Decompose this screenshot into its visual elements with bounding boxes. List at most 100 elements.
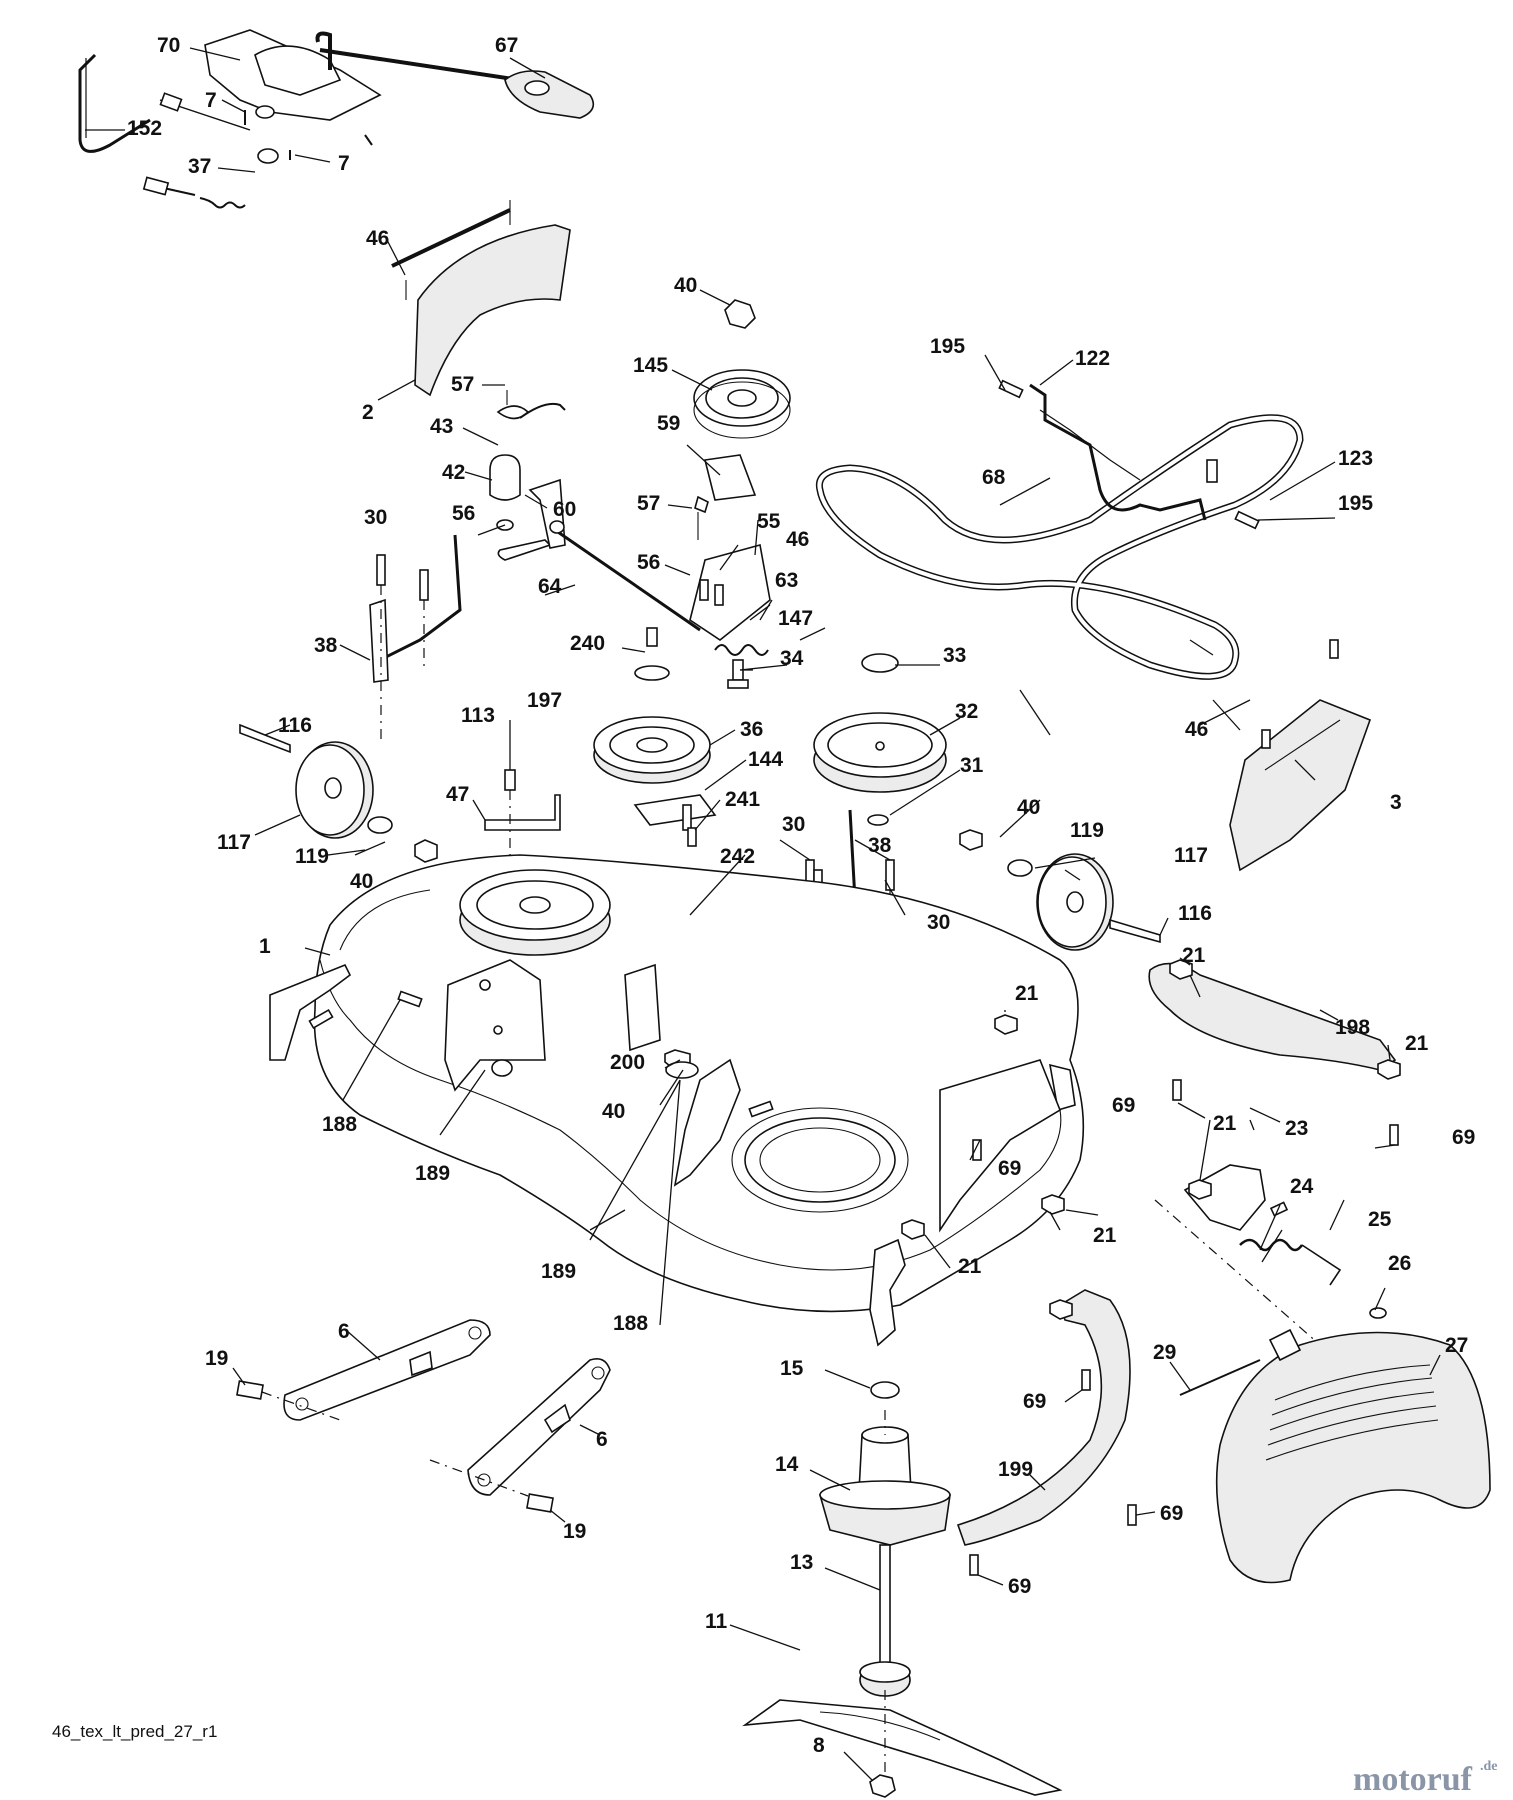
front-bracket xyxy=(484,769,561,860)
callout-197: 197 xyxy=(527,689,562,712)
callout-68: 68 xyxy=(982,466,1006,489)
callout-145: 145 xyxy=(633,354,668,377)
callout-30: 30 xyxy=(364,506,387,529)
callout-69: 69 xyxy=(1112,1094,1135,1117)
callout-numbers: 70 67 7 152 7 37 46 2 40 195 122 145 57 … xyxy=(127,34,1475,1757)
diagram-file-label: 46_tex_lt_pred_27_r1 xyxy=(52,1722,217,1741)
callout-152: 152 xyxy=(127,117,162,140)
callout-37: 37 xyxy=(188,155,211,178)
callout-242: 242 xyxy=(720,845,755,868)
callout-21e: 21 xyxy=(1093,1224,1117,1247)
callout-119: 119 xyxy=(295,845,329,868)
callout-15: 15 xyxy=(780,1357,804,1380)
callout-195b: 195 xyxy=(1338,492,1373,515)
callout-30b: 30 xyxy=(782,813,805,836)
callout-57: 57 xyxy=(451,373,474,396)
callout-21f: 21 xyxy=(958,1255,982,1278)
callout-38: 38 xyxy=(314,634,338,657)
callout-57b: 57 xyxy=(637,492,660,515)
callout-26: 26 xyxy=(1388,1252,1411,1275)
callout-46b: 46 xyxy=(786,528,809,551)
callout-55: 55 xyxy=(757,510,781,533)
callout-19: 19 xyxy=(205,1347,228,1370)
blade-adapter-right xyxy=(429,1357,611,1513)
callout-113: 113 xyxy=(461,704,495,727)
handle-knob-part xyxy=(504,70,595,119)
mower-deck-shell xyxy=(269,854,1085,1347)
callout-69e: 69 xyxy=(1160,1502,1183,1525)
callout-195: 195 xyxy=(930,335,965,358)
callout-64: 64 xyxy=(538,575,562,598)
callout-21d: 21 xyxy=(1213,1112,1237,1135)
callout-6b: 6 xyxy=(596,1428,608,1451)
callout-56: 56 xyxy=(452,502,475,525)
watermark-brand: motoruf xyxy=(1353,1761,1473,1798)
callout-123: 123 xyxy=(1338,447,1373,470)
callout-117: 117 xyxy=(217,831,251,854)
callout-8: 8 xyxy=(813,1734,825,1757)
mandrel-pulley-right xyxy=(813,653,947,826)
callout-63: 63 xyxy=(775,569,798,592)
idler-arm-assembly xyxy=(489,390,701,632)
callout-23: 23 xyxy=(1285,1117,1308,1140)
callout-122: 122 xyxy=(1075,347,1110,370)
callout-24: 24 xyxy=(1290,1175,1314,1198)
callout-117b: 117 xyxy=(1174,844,1208,867)
blade-adapter-left xyxy=(236,1319,491,1421)
callout-38b: 38 xyxy=(868,834,892,857)
gauge-wheel-right xyxy=(959,829,1161,951)
callout-47: 47 xyxy=(446,783,469,806)
idler-pulley-lower xyxy=(593,627,717,831)
callout-1: 1 xyxy=(259,935,271,958)
callout-2: 2 xyxy=(362,401,374,424)
callout-69b: 69 xyxy=(1452,1126,1475,1149)
callout-33: 33 xyxy=(943,644,966,667)
callout-56b: 56 xyxy=(637,551,660,574)
callout-36: 36 xyxy=(740,718,763,741)
callout-69c: 69 xyxy=(998,1157,1021,1180)
callout-21c: 21 xyxy=(1405,1032,1429,1055)
callout-40b: 40 xyxy=(1017,796,1040,819)
callout-30c: 30 xyxy=(927,911,950,934)
callout-43: 43 xyxy=(430,415,453,438)
callout-31: 31 xyxy=(960,754,984,777)
callout-40c: 40 xyxy=(350,870,373,893)
callout-7b: 7 xyxy=(338,152,350,175)
callout-116: 116 xyxy=(278,714,312,737)
callout-60: 60 xyxy=(553,498,576,521)
idler-bracket-plate xyxy=(689,495,771,689)
belt-guide-bracket xyxy=(998,379,1260,530)
lift-handle-assembly xyxy=(78,29,521,209)
gauge-wheel-left xyxy=(239,723,438,863)
callout-40: 40 xyxy=(674,274,697,297)
callout-119b: 119 xyxy=(1070,819,1104,842)
callout-6: 6 xyxy=(338,1320,350,1343)
callout-67: 67 xyxy=(495,34,518,57)
callout-199: 199 xyxy=(998,1458,1033,1481)
spindle-assembly xyxy=(742,1381,1063,1798)
callout-144: 144 xyxy=(748,748,783,771)
belt-guard-right xyxy=(1229,639,1372,872)
callout-29: 29 xyxy=(1153,1341,1176,1364)
watermark-logo: motoruf .de xyxy=(1353,1759,1498,1798)
callout-25: 25 xyxy=(1368,1208,1392,1231)
callout-40d: 40 xyxy=(602,1100,625,1123)
callout-69d: 69 xyxy=(1023,1390,1046,1413)
callout-188b: 188 xyxy=(613,1312,648,1335)
callout-70: 70 xyxy=(157,34,180,57)
callout-46: 46 xyxy=(366,227,389,250)
discharge-chute xyxy=(956,1289,1491,1584)
callout-13: 13 xyxy=(790,1551,813,1574)
callout-200: 200 xyxy=(610,1051,645,1074)
idler-pulley-upper xyxy=(693,299,791,501)
callout-198: 198 xyxy=(1335,1016,1370,1039)
callout-42: 42 xyxy=(442,461,465,484)
callout-21: 21 xyxy=(1182,944,1206,967)
callout-46c: 46 xyxy=(1185,718,1208,741)
drive-belt xyxy=(815,414,1304,680)
callout-189b: 189 xyxy=(541,1260,576,1283)
callout-19b: 19 xyxy=(563,1520,586,1543)
side-discharge-brackets xyxy=(1148,959,1401,1381)
